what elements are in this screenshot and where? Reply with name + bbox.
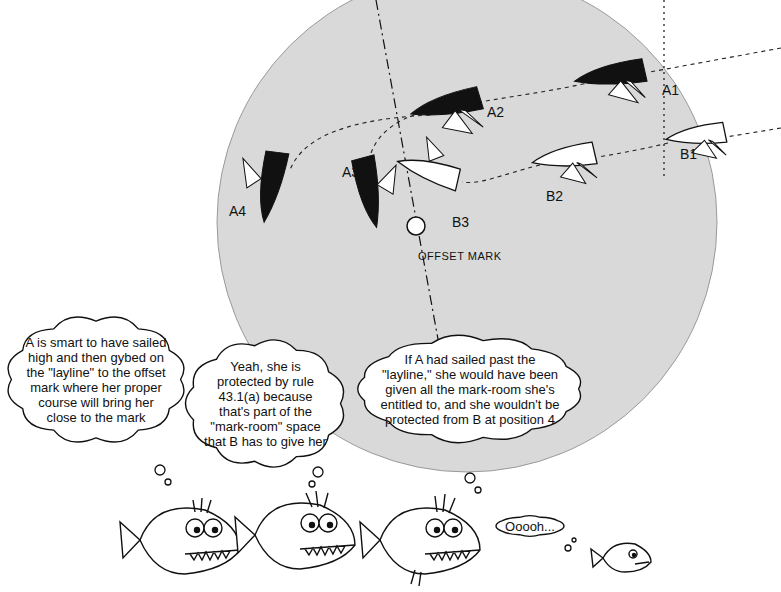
cloud-shape xyxy=(8,317,184,442)
boat-a3 xyxy=(351,151,406,229)
fish xyxy=(120,491,651,586)
bubble-text: If A had sailed past the "layline," she … xyxy=(380,352,560,427)
bubble-text: Yeah, she is protected by rule 43.1(a) b… xyxy=(203,359,329,449)
cloud-shape xyxy=(496,516,564,537)
boat-position-label: A3 xyxy=(342,164,359,180)
b-track xyxy=(462,128,781,183)
thought-bubble: A is smart to have sailed high and then … xyxy=(0,312,192,447)
thought-bubble: Ooooh... xyxy=(489,512,571,540)
boat-position-label: B1 xyxy=(680,146,697,162)
cloud-shape xyxy=(186,340,344,467)
bubble-text: A is smart to have sailed high and then … xyxy=(25,335,167,425)
thought-bubble: If A had sailed past the "layline," she … xyxy=(348,332,592,446)
boat-b1 xyxy=(665,122,728,163)
boat-a2 xyxy=(408,86,488,145)
boat-position-label: A2 xyxy=(487,104,504,120)
boat-position-label: B3 xyxy=(452,214,469,230)
boat-b2 xyxy=(531,142,600,191)
boat-a1 xyxy=(573,58,650,111)
mark-label: OFFSET MARK xyxy=(418,250,502,262)
boat-position-label: A1 xyxy=(662,82,679,98)
boat-position-label: B2 xyxy=(546,188,563,204)
boat-b3 xyxy=(395,131,469,191)
cloud-shape xyxy=(358,335,581,442)
offset-mark xyxy=(407,217,425,235)
a-track xyxy=(290,48,781,170)
boat-position-label: A4 xyxy=(229,203,246,219)
bubble-text: Ooooh... xyxy=(500,519,560,534)
thought-bubble: Yeah, she is protected by rule 43.1(a) b… xyxy=(180,336,351,471)
